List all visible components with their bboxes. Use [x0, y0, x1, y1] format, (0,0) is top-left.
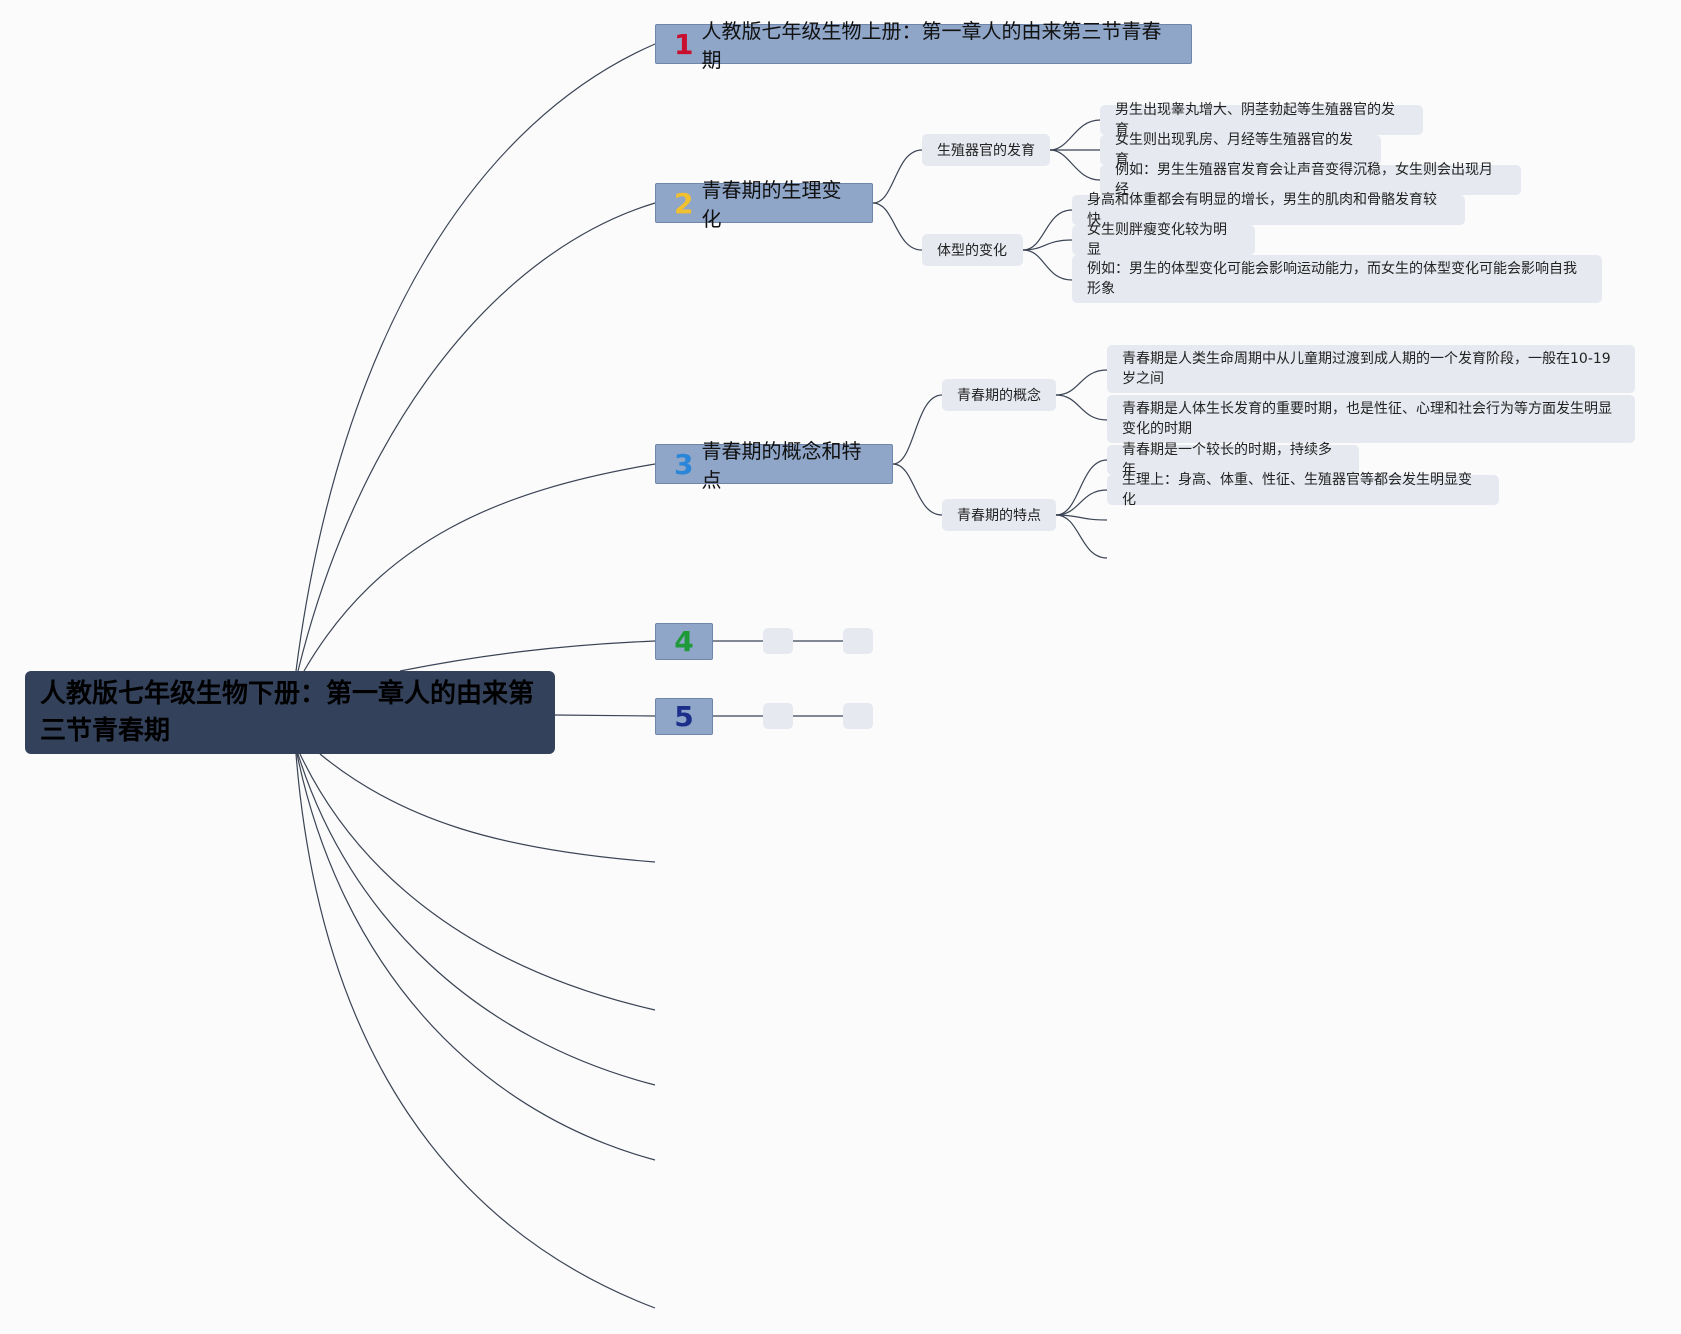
- number-3-icon: 3: [674, 447, 694, 481]
- number-4-icon: 4: [674, 625, 694, 658]
- empty-subtopic[interactable]: [843, 703, 873, 729]
- number-1-icon: 1: [674, 27, 694, 61]
- topic-2-title: 青春期的生理变化: [701, 178, 842, 231]
- number-5-icon: 5: [674, 700, 694, 733]
- leaf-item[interactable]: 生理上：身高、体重、性征、生殖器官等都会发生明显变化: [1107, 472, 1499, 508]
- leaf-item[interactable]: 例如：男生的体型变化可能会影响运动能力，而女生的体型变化可能会影响自我形象: [1072, 255, 1602, 303]
- leaf-item[interactable]: 男生出现睾丸增大、阴茎勃起等生殖器官的发育: [1100, 102, 1423, 138]
- leaf-text: 身高和体重都会有明显的增长，男生的肌肉和骨骼发育较快: [1087, 192, 1437, 228]
- topic-1-title: 人教版七年级生物上册：第一章人的由来第三节青春期: [701, 19, 1162, 72]
- leaf-item[interactable]: 女生则胖瘦变化较为明显: [1072, 222, 1255, 258]
- empty-subtopic[interactable]: [763, 703, 793, 729]
- leaf-text: 生理上：身高、体重、性征、生殖器官等都会发生明显变化: [1122, 472, 1472, 508]
- leaf-text: 女生则出现乳房、月经等生殖器官的发育: [1115, 132, 1353, 168]
- leaf-text: 女生则胖瘦变化较为明显: [1087, 222, 1227, 258]
- leaf-item[interactable]: 青春期是人类生命周期中从儿童期过渡到成人期的一个发育阶段，一般在10-19岁之间: [1107, 345, 1635, 393]
- leaf-text: 男生出现睾丸增大、阴茎勃起等生殖器官的发育: [1115, 102, 1395, 138]
- leaf-item[interactable]: 青春期是人体生长发育的重要时期，也是性征、心理和社会行为等方面发生明显变化的时期: [1107, 395, 1635, 443]
- subtopic-label: 青春期的特点: [957, 508, 1041, 524]
- topic-3-title: 青春期的概念和特点: [701, 439, 862, 492]
- subtopic-puberty-features[interactable]: 青春期的特点: [942, 499, 1056, 531]
- topic-3[interactable]: 3 青春期的概念和特点: [655, 439, 893, 492]
- subtopic-label: 体型的变化: [937, 243, 1007, 259]
- empty-subtopic[interactable]: [763, 628, 793, 654]
- topic-5[interactable]: 5: [655, 698, 713, 735]
- subtopic-puberty-concept[interactable]: 青春期的概念: [942, 379, 1056, 411]
- leaf-item[interactable]: 例如：男生生殖器官发育会让声音变得沉稳，女生则会出现月经: [1100, 162, 1521, 198]
- root-title: 人教版七年级生物下册：第一章人的由来第三节青春期: [40, 678, 535, 746]
- topic-4[interactable]: 4: [655, 623, 713, 660]
- subtopic-reproductive-development[interactable]: 生殖器官的发育: [922, 134, 1050, 166]
- leaf-text: 例如：男生生殖器官发育会让声音变得沉稳，女生则会出现月经: [1115, 162, 1493, 198]
- root-topic[interactable]: 人教版七年级生物下册：第一章人的由来第三节青春期: [25, 671, 555, 754]
- leaf-item[interactable]: 女生则出现乳房、月经等生殖器官的发育: [1100, 132, 1381, 168]
- subtopic-label: 青春期的概念: [957, 388, 1041, 404]
- leaf-item[interactable]: 身高和体重都会有明显的增长，男生的肌肉和骨骼发育较快: [1072, 192, 1465, 228]
- leaf-item[interactable]: 青春期是一个较长的时期，持续多年: [1107, 442, 1359, 478]
- leaf-text: 青春期是人类生命周期中从儿童期过渡到成人期的一个发育阶段，一般在10-19岁之间: [1122, 351, 1611, 387]
- topic-1[interactable]: 1 人教版七年级生物上册：第一章人的由来第三节青春期: [655, 19, 1192, 72]
- number-2-icon: 2: [674, 186, 694, 220]
- leaf-text: 青春期是人体生长发育的重要时期，也是性征、心理和社会行为等方面发生明显变化的时期: [1122, 401, 1612, 437]
- topic-2[interactable]: 2 青春期的生理变化: [655, 178, 873, 231]
- subtopic-body-shape-change[interactable]: 体型的变化: [922, 234, 1023, 266]
- subtopic-label: 生殖器官的发育: [937, 143, 1035, 159]
- leaf-text: 青春期是一个较长的时期，持续多年: [1122, 442, 1332, 478]
- leaf-text: 例如：男生的体型变化可能会影响运动能力，而女生的体型变化可能会影响自我形象: [1087, 261, 1577, 297]
- empty-subtopic[interactable]: [843, 628, 873, 654]
